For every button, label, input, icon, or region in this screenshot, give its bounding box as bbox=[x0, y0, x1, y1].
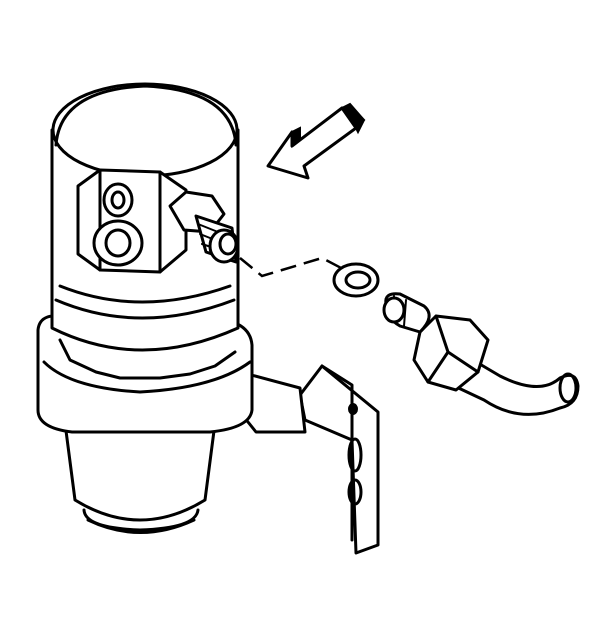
canister-top-cap bbox=[51, 82, 239, 178]
alignment-line bbox=[239, 256, 346, 278]
install-direction-arrow-icon bbox=[266, 102, 366, 180]
hex-fitting-block bbox=[76, 168, 188, 274]
threaded-outlet-port bbox=[168, 190, 240, 264]
o-ring-seal bbox=[332, 262, 380, 298]
refrigerant-line bbox=[382, 292, 580, 416]
